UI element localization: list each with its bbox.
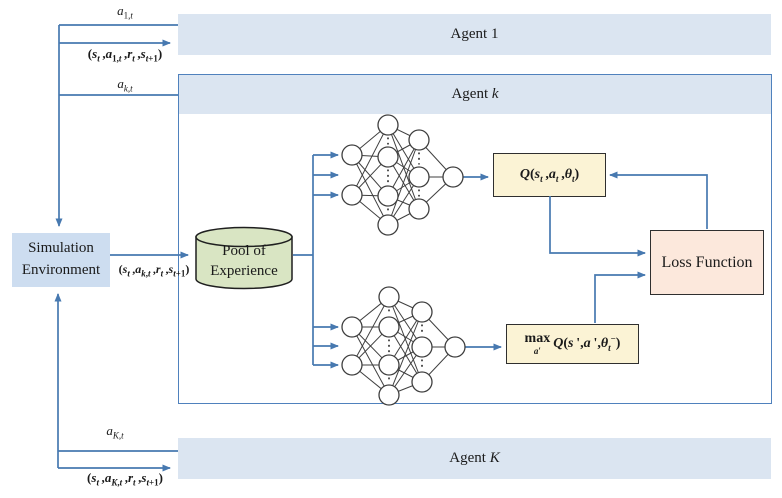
agent-k-label: Agent k	[451, 86, 499, 102]
agent-k-header: Agent k	[179, 75, 771, 114]
action-1-label: a1,t	[117, 3, 133, 21]
q-current-formula: Q(st ,at ,θt)	[519, 166, 580, 184]
simulation-environment-line1: Simulation	[28, 240, 94, 257]
simulation-environment-box: Simulation Environment	[12, 233, 110, 287]
tuple-k-label: (st ,ak,t ,rt ,st+1)	[118, 262, 190, 279]
pool-label-line2: Experience	[210, 263, 278, 280]
agent-1-label: Agent 1	[450, 26, 499, 42]
tuple-K-label: (st ,aK,t ,rt ,st+1)	[87, 470, 163, 488]
action-k-label: ak,t	[117, 76, 133, 94]
loss-function-label: Loss Function	[661, 253, 753, 271]
agent-1-box: Agent 1	[178, 14, 771, 55]
agent-K-box: Agent K	[178, 438, 771, 479]
pool-of-experience-label: Pool of Experience	[196, 241, 292, 282]
pool-label-line1: Pool of	[222, 243, 266, 259]
agent-K-label: Agent K	[449, 450, 500, 466]
q-current-box: Q(st ,at ,θt)	[493, 153, 606, 197]
tuple-1-label: (st ,a1,t ,rt ,st+1)	[87, 46, 163, 64]
action-K-label: aK,t	[106, 423, 124, 441]
simulation-environment-line2: Environment	[21, 262, 101, 278]
loss-function-box: Loss Function	[650, 230, 764, 295]
